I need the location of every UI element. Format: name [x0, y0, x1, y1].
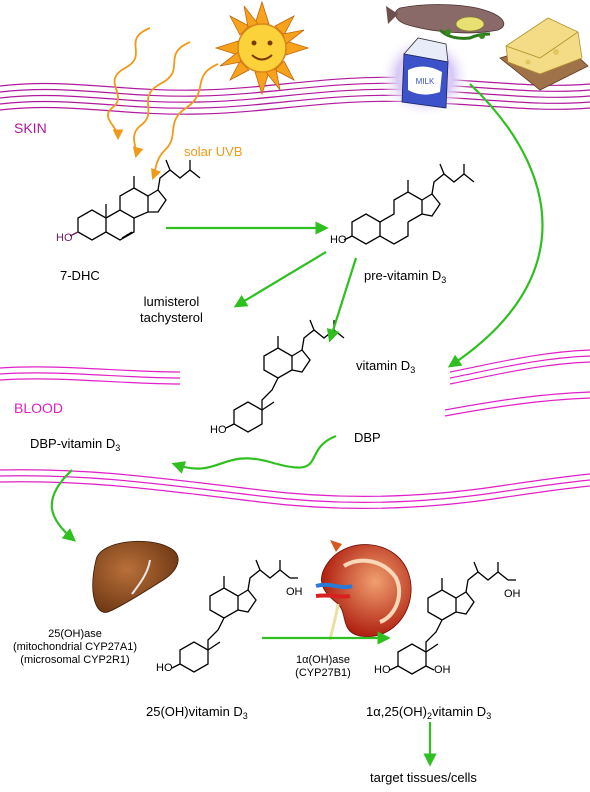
green-arrows — [50, 83, 544, 767]
calcitriol-text-b: vitamin D — [432, 704, 487, 719]
blood-vessel-upper — [0, 349, 590, 417]
calcitriol-text-a: 1α,25(OH) — [366, 704, 427, 719]
structure-vitamin-d3 — [225, 319, 345, 433]
calcitriol-sub3: 3 — [486, 711, 492, 721]
calcidiol-label: 25(OH)vitamin D3 — [146, 704, 248, 724]
arrow-dbp-to-dbp-vitamin — [171, 434, 337, 474]
25-oh-ase-line3: (microsomal CYP2R1) — [20, 654, 130, 666]
structure-7-dhc — [69, 159, 201, 241]
skin-label: SKIN — [14, 120, 47, 136]
milk-carton-icon: MILK — [379, 34, 471, 118]
structure-pre-vitamin-d3 — [343, 163, 475, 245]
fish-icon — [386, 4, 505, 40]
ho-previtamin: HO — [330, 234, 347, 246]
structure-25-oh-vitamin-d3 — [171, 559, 298, 673]
calcidiol-sub: 3 — [242, 711, 248, 721]
oh-calcitriol-ring: OH — [434, 664, 451, 676]
calcitriol-sub2: 2 — [426, 711, 432, 721]
vitamin-d3-label: vitamin D3 — [356, 358, 415, 378]
dbp-vitamin-d3-text: DBP-vitamin D — [30, 436, 116, 451]
25-oh-ase-label: 25(OH)ase (mitochondrial CYP27A1) (micro… — [0, 628, 150, 667]
blood-label: BLOOD — [14, 400, 64, 416]
dbp-label: DBP — [354, 430, 381, 445]
target-tissues-label: target tissues/cells — [370, 770, 477, 785]
blood-vessel-lower — [0, 469, 590, 510]
dbp-vitamin-d3-label: DBP-vitamin D3 — [30, 436, 120, 456]
lumisterol-text: lumisterol — [143, 294, 200, 309]
vitamin-d3-sub: 3 — [410, 365, 416, 375]
calcidiol-text: 25(OH)vitamin D — [146, 704, 243, 719]
arrow-diet-to-vitamin — [447, 83, 544, 368]
oh-calcitriol-chain: OH — [504, 588, 521, 600]
1a-oh-ase-line2: (CYP27B1) — [295, 667, 351, 679]
cheese-icon — [499, 17, 589, 91]
vitamin-d3-text: vitamin D — [356, 358, 411, 373]
oh-calcidiol: OH — [286, 586, 303, 598]
tachysterol-text: tachysterol — [140, 310, 203, 325]
arrow-previtamin-to-lumisterol — [233, 251, 327, 308]
1a-oh-ase-label: 1α(OH)ase (CYP27B1) — [268, 654, 378, 680]
arrow-blood-to-liver — [50, 469, 77, 542]
uvb-rays — [106, 27, 219, 181]
pre-vitamin-d3-sub: 3 — [441, 275, 447, 285]
25-oh-ase-line1: 25(OH)ase — [48, 628, 102, 640]
liver-icon — [92, 540, 179, 613]
ho-7dhc: HO — [56, 232, 73, 244]
ho-calcidiol: HO — [156, 662, 173, 674]
skin-membrane — [0, 76, 590, 115]
7-dhc-label: 7-DHC — [60, 268, 100, 283]
ho-calcitriol: HO — [374, 664, 391, 676]
arrow-previtamin-to-vitamin — [326, 257, 358, 343]
svg-text:MILK: MILK — [416, 77, 435, 86]
1a-oh-ase-line1: 1α(OH)ase — [295, 654, 351, 666]
pre-vitamin-d3-label: pre-vitamin D3 — [364, 268, 446, 288]
pre-vitamin-d3-text: pre-vitamin D — [364, 268, 442, 283]
lumisterol-tachysterol-label: lumisterol tachysterol — [140, 294, 203, 326]
kidney-icon — [315, 540, 412, 641]
structure-calcitriol — [389, 561, 516, 675]
solar-uvb-label: solar UVB — [184, 144, 243, 159]
sun-icon — [214, 0, 310, 96]
25-oh-ase-line2: (mitochondrial CYP27A1) — [12, 641, 138, 653]
calcitriol-label: 1α,25(OH)2vitamin D3 — [366, 704, 491, 724]
ho-vitamin: HO — [210, 424, 227, 436]
dbp-vitamin-d3-sub: 3 — [115, 443, 121, 453]
